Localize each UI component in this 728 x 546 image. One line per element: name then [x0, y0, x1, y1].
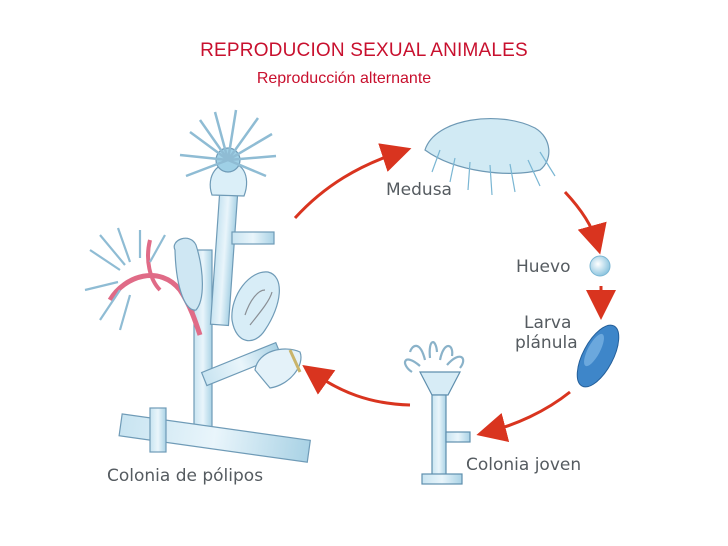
label-colonia-joven: Colonia joven [466, 455, 582, 475]
young-colony-illustration [403, 341, 471, 485]
label-medusa: Medusa [386, 180, 452, 200]
egg-illustration [589, 255, 611, 277]
arrow-colony-to-medusa [293, 143, 412, 220]
arrow-medusa-to-egg [563, 190, 607, 255]
label-huevo: Huevo [516, 257, 571, 277]
page-title: REPRODUCION SEXUAL ANIMALES [200, 40, 528, 61]
polyp-colony-illustration [84, 109, 311, 463]
label-planula: plánula [515, 333, 578, 353]
arrow-young-to-colony [302, 365, 411, 407]
label-larva: Larva [524, 313, 572, 333]
label-colonia-polipos: Colonia de pólipos [107, 466, 264, 486]
larva-illustration [576, 324, 620, 388]
medusa-illustration [424, 117, 556, 196]
arrow-larva-to-young-colony [476, 390, 571, 442]
cycle-arrows [293, 143, 616, 442]
page-subtitle: Reproducción alternante [256, 70, 432, 87]
